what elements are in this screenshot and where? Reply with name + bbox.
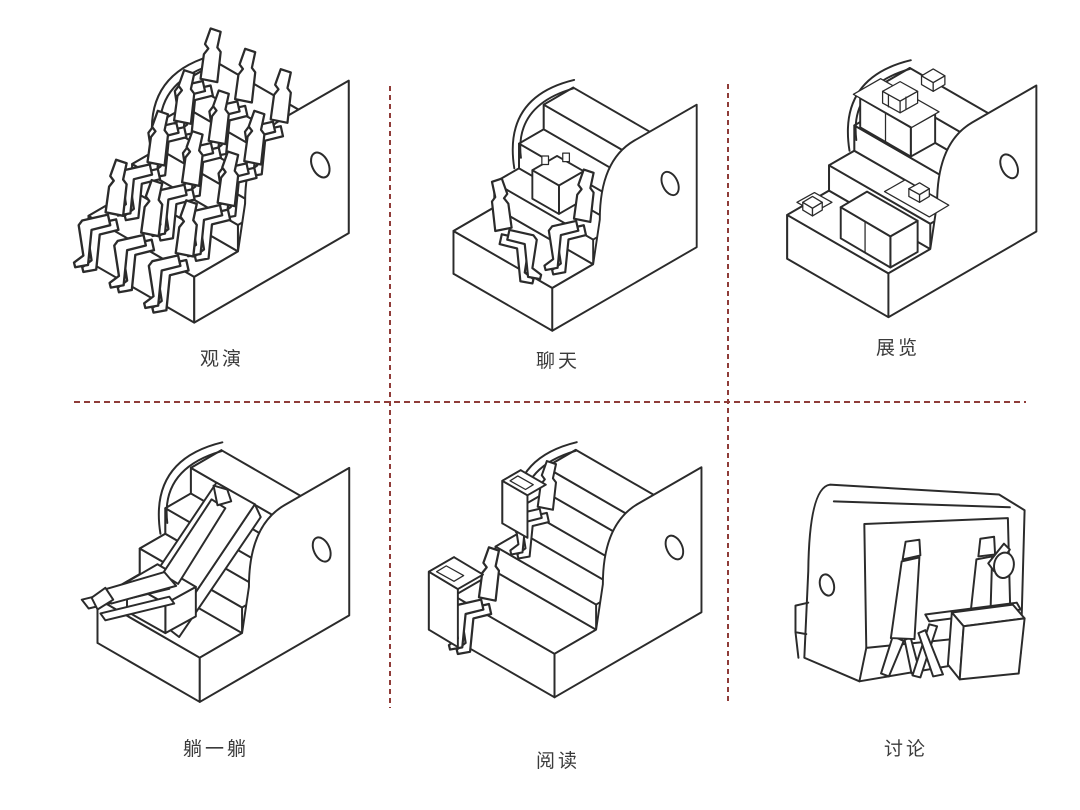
model-mid xyxy=(883,179,950,218)
model-base xyxy=(796,191,833,217)
red-discussion-box xyxy=(946,603,1026,681)
panel-label-exhibition: 展览 xyxy=(875,338,921,359)
illustration-lie-down xyxy=(80,441,351,703)
model-upper xyxy=(852,78,940,128)
illustration-exhibition xyxy=(786,59,1038,319)
discussion-figure-left xyxy=(880,538,922,678)
divider-vertical-left xyxy=(389,86,391,708)
panel-label-lie-down: 躺一躺 xyxy=(182,739,250,760)
model-top xyxy=(920,68,946,92)
illustration-chat xyxy=(452,78,698,332)
panel-label-watch-performance: 观演 xyxy=(199,349,245,370)
illustration-discussion xyxy=(794,483,1026,683)
panel-label-discussion: 讨论 xyxy=(883,739,929,760)
illustration-reading xyxy=(427,441,703,699)
panel-label-chat: 聊天 xyxy=(535,351,581,372)
red-lectern-lower xyxy=(427,556,484,649)
panel-label-reading: 阅读 xyxy=(535,751,581,772)
divider-horizontal xyxy=(74,401,1026,403)
crossed-legs xyxy=(911,623,944,679)
illustration-watch-performance xyxy=(72,27,350,324)
divider-vertical-right xyxy=(727,84,729,702)
lying-figure xyxy=(90,484,233,611)
red-lectern-upper xyxy=(501,469,547,539)
red-pedestal-lower xyxy=(839,190,919,269)
side-hole xyxy=(993,551,1015,579)
